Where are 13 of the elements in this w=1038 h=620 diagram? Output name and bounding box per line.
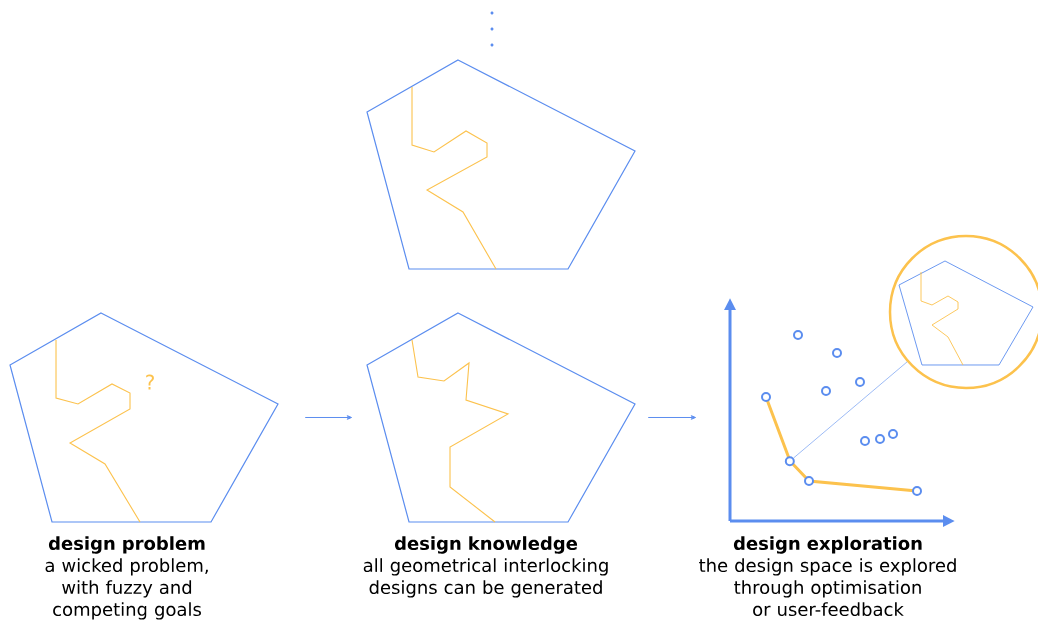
node-description: a wicked problem, with fuzzy and competing goals: [45, 558, 208, 620]
question-mark: ?: [146, 374, 154, 390]
selected-point: [784, 456, 795, 467]
magnifier-drawing: [888, 234, 1038, 390]
node-description: all geometrical interlocking designs can be generated: [363, 558, 608, 598]
arrow: [647, 415, 697, 420]
arrow: [304, 415, 353, 420]
node-description: the design space is explored through optimisation or user-feedback: [699, 558, 956, 617]
node-heading: design exploration: [733, 536, 922, 554]
node-heading: design problem: [48, 536, 205, 554]
pentagon-drawing: [366, 59, 636, 270]
node-heading: design knowledge: [394, 536, 578, 554]
leader-line: [793, 361, 908, 459]
